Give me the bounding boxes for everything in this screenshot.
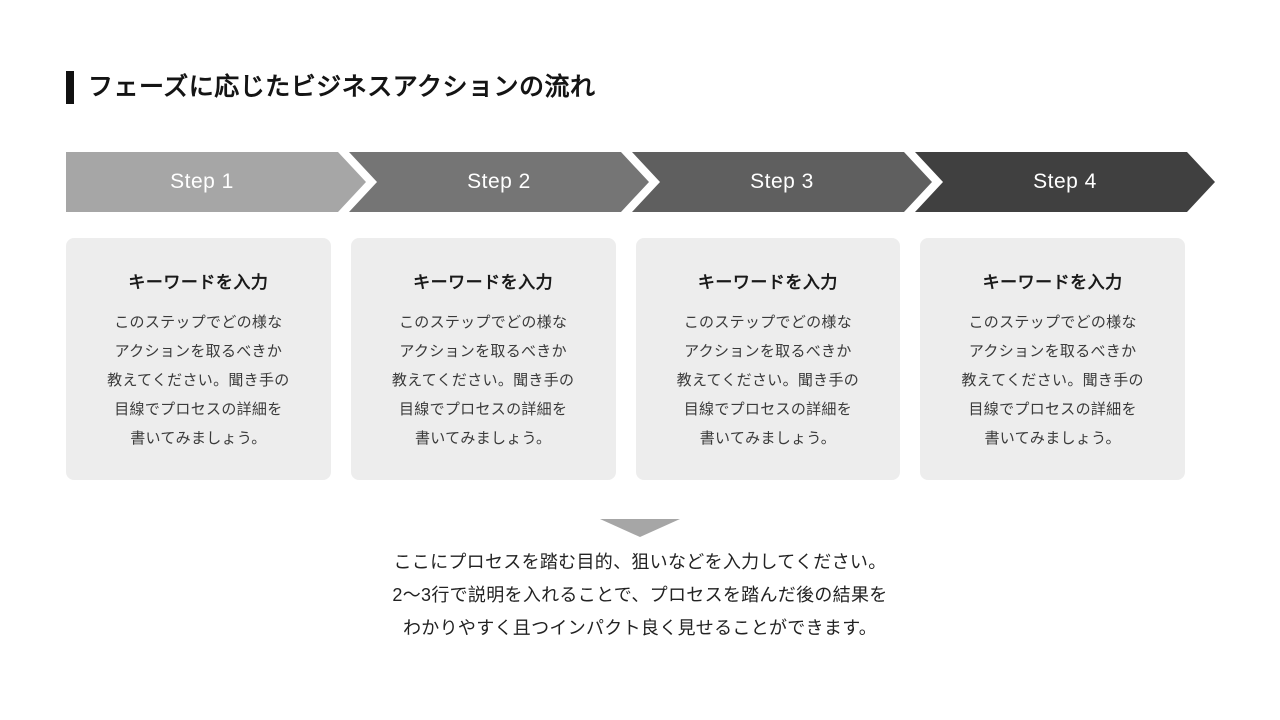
step-2-label: Step 2 xyxy=(467,170,531,193)
step-arrow-row: Step 1 Step 2 Step 3 Step 4 xyxy=(66,152,1215,212)
title-accent-bar xyxy=(66,71,74,104)
step-card-2-heading: キーワードを入力 xyxy=(413,273,554,292)
step-arrow-4: Step 4 xyxy=(915,152,1215,212)
step-card-4-body: このステップでどの様なアクションを取るべきか教えてください。聞き手の目線でプロセ… xyxy=(961,314,1144,447)
step-card-4: キーワードを入力 このステップでどの様なアクションを取るべきか教えてください。聞… xyxy=(920,238,1185,480)
step-card-1-body: このステップでどの様なアクションを取るべきか教えてください。聞き手の目線でプロセ… xyxy=(107,314,290,447)
step-card-1: キーワードを入力 このステップでどの様なアクションを取るべきか教えてください。聞… xyxy=(66,238,331,480)
summary-text: ここにプロセスを踏む目的、狙いなどを入力してください。2～3行で説明を入れること… xyxy=(392,552,888,638)
step-arrow-1: Step 1 xyxy=(66,152,366,212)
step-arrow-2: Step 2 xyxy=(349,152,649,212)
step-card-2: キーワードを入力 このステップでどの様なアクションを取るべきか教えてください。聞… xyxy=(350,238,616,480)
step-card-row: キーワードを入力 このステップでどの様なアクションを取るべきか教えてください。聞… xyxy=(66,238,1185,480)
step-card-1-heading: キーワードを入力 xyxy=(128,273,269,292)
step-3-label: Step 3 xyxy=(750,170,814,193)
step-arrow-3: Step 3 xyxy=(632,152,932,212)
step-card-4-heading: キーワードを入力 xyxy=(982,273,1123,292)
slide-title-block: フェーズに応じたビジネスアクションの流れ xyxy=(66,71,596,104)
step-card-2-body: このステップでどの様なアクションを取るべきか教えてください。聞き手の目線でプロセ… xyxy=(391,314,575,447)
step-card-3: キーワードを入力 このステップでどの様なアクションを取るべきか教えてください。聞… xyxy=(635,238,901,480)
down-arrow-icon xyxy=(600,519,680,537)
page-title: フェーズに応じたビジネスアクションの流れ xyxy=(88,73,596,101)
step-card-3-body: このステップでどの様なアクションを取るべきか教えてください。聞き手の目線でプロセ… xyxy=(676,314,860,447)
step-card-3-heading: キーワードを入力 xyxy=(697,273,838,292)
step-4-label: Step 4 xyxy=(1033,170,1097,193)
step-1-label: Step 1 xyxy=(170,170,234,193)
